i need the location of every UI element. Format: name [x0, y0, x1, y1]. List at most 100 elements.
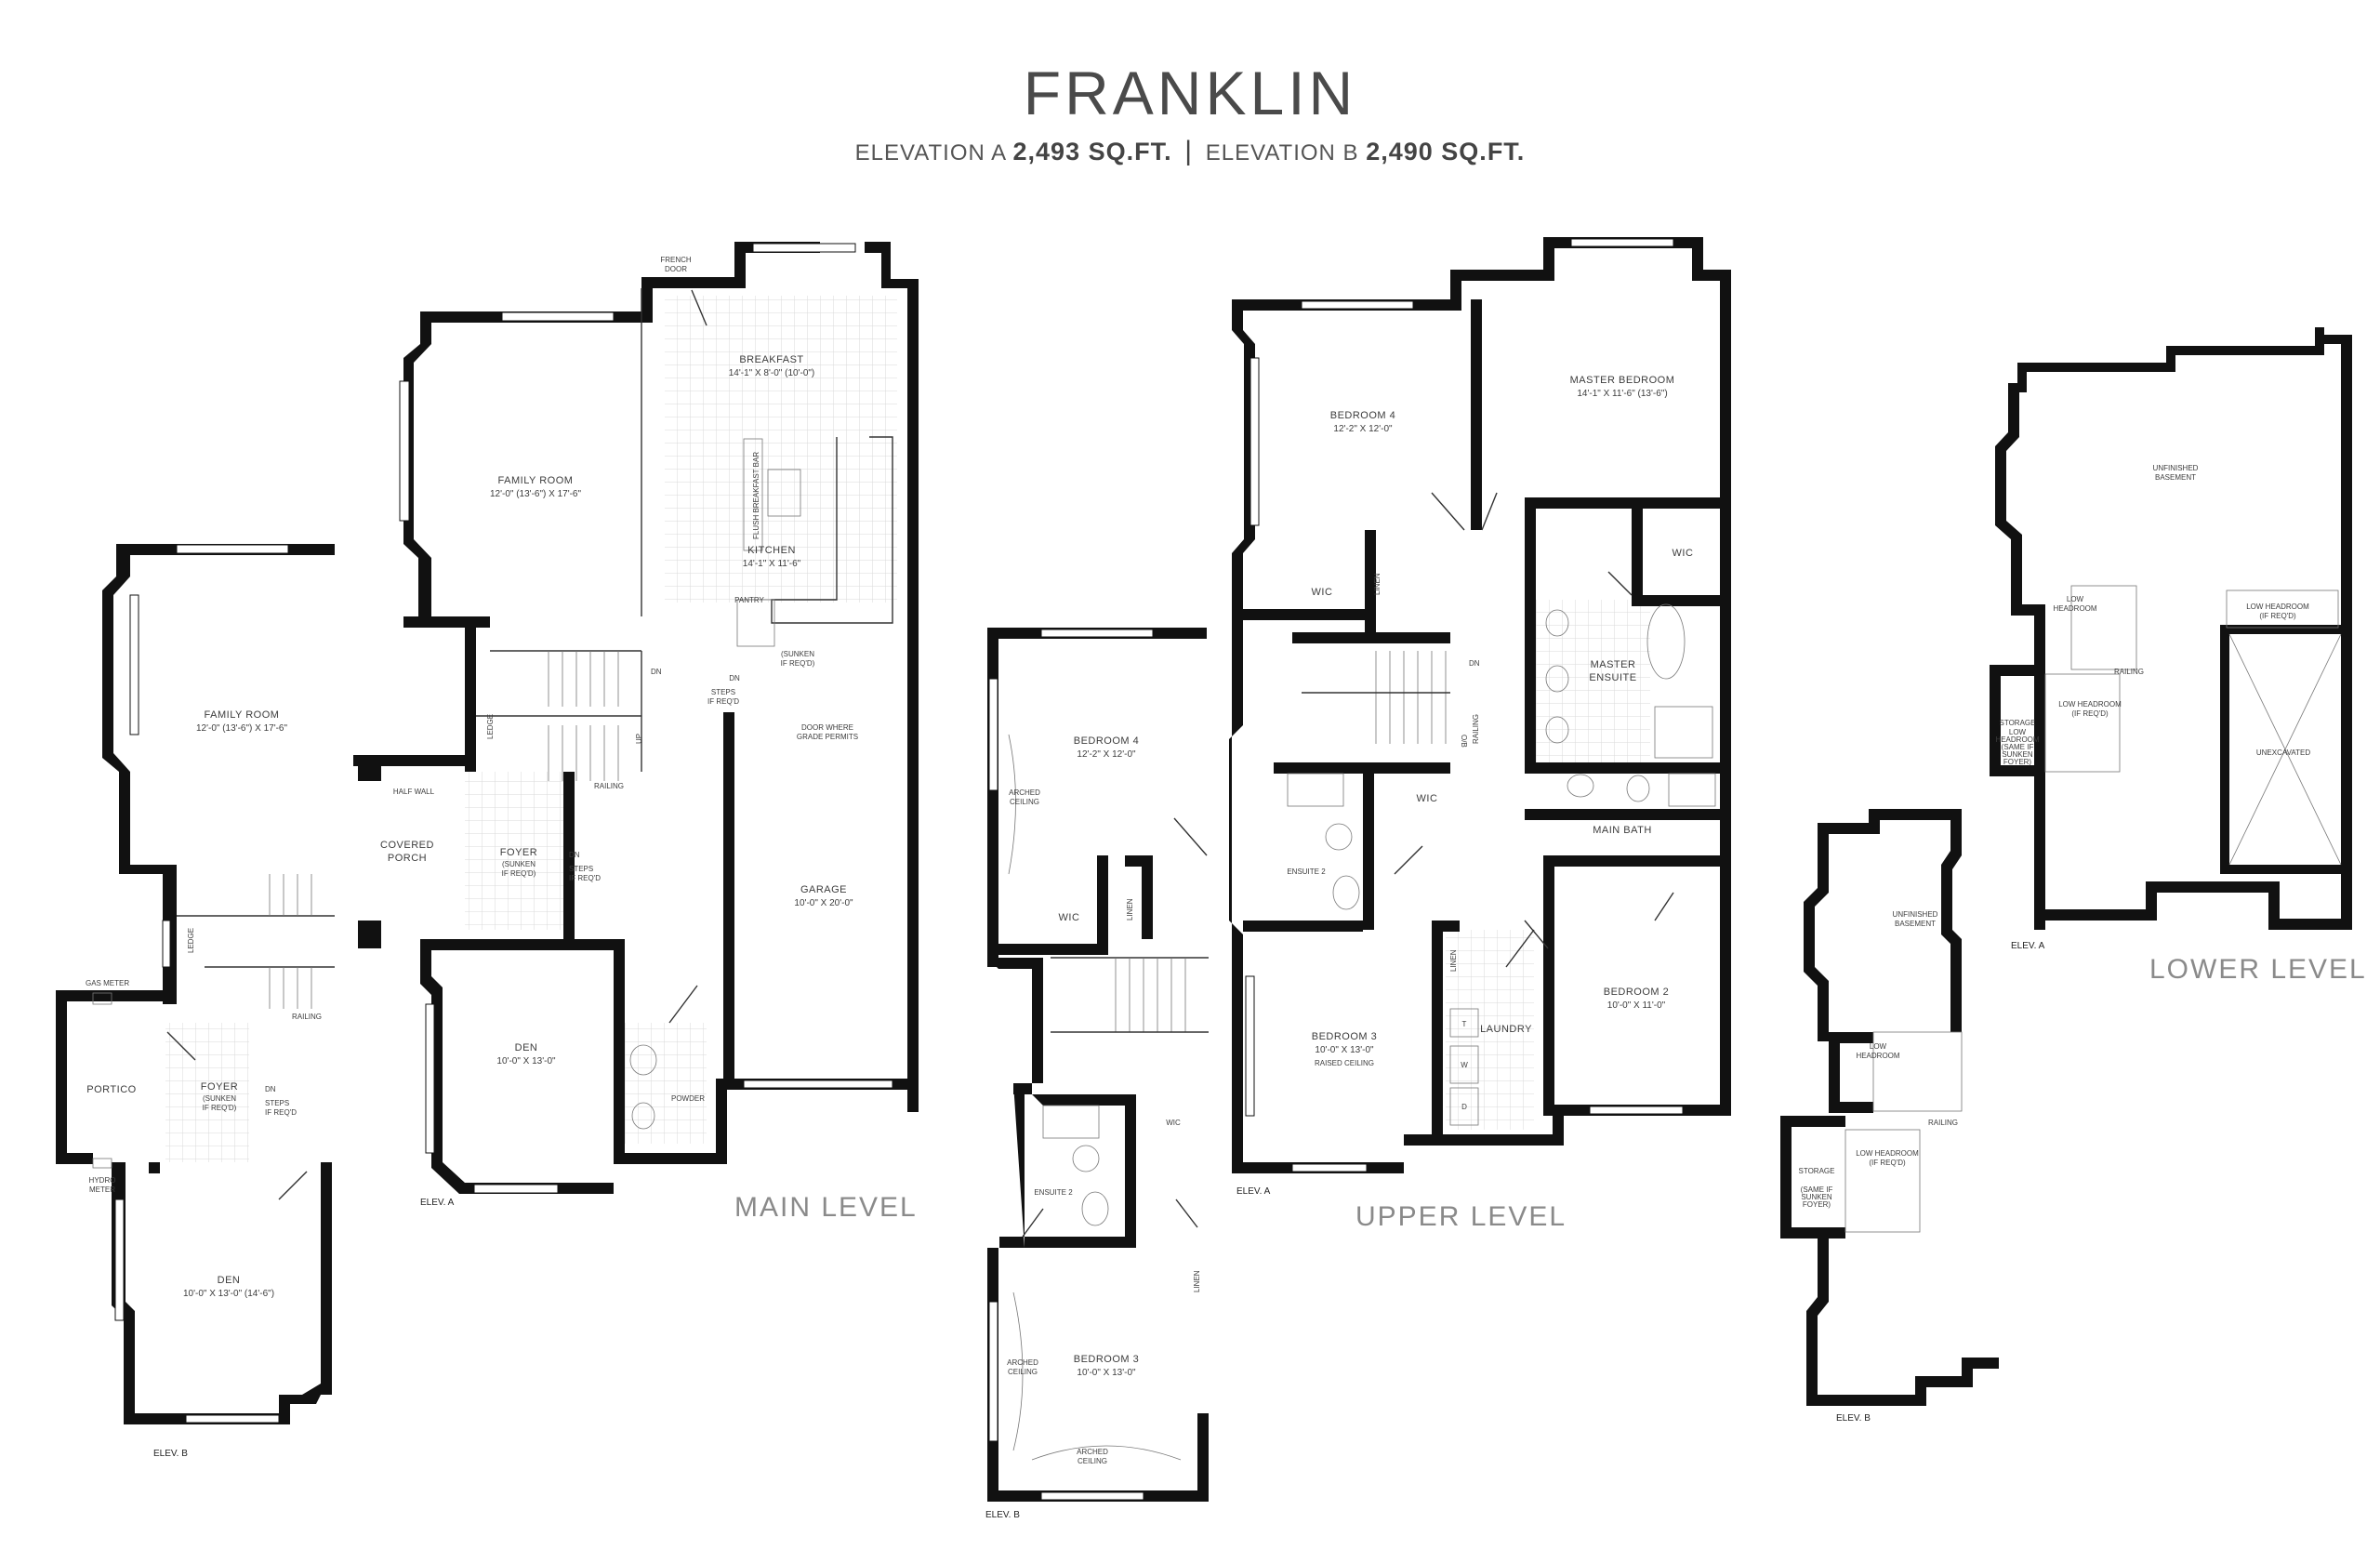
- lower-a-if-req: (IF REQ'D): [2259, 612, 2296, 620]
- upper-b-wic-wall: [998, 855, 1108, 955]
- elevation-b-sqft: 2,490 SQ.FT.: [1366, 138, 1526, 166]
- lower-a-low-mid-2: (IF REQ'D): [2071, 709, 2109, 718]
- upper-b-elev-label: ELEV. B: [985, 1510, 1020, 1520]
- wic-e2-label: WIC: [1417, 793, 1438, 804]
- lower-level-elev-a: UNFINISHED BASEMENT LOW HEADROOM LOW HEA…: [1990, 327, 2365, 985]
- upper-a-top-mid: [1450, 237, 1554, 288]
- sunken-label-1: (SUNKEN: [781, 650, 814, 658]
- family-room-window: [399, 380, 410, 522]
- bed4-a-door: [1431, 492, 1465, 531]
- upper-a-bath-wall: [1525, 809, 1720, 820]
- ensuite-b-sink: [1081, 1191, 1109, 1226]
- master-wic-door: [1607, 571, 1633, 596]
- railing-label: RAILING: [594, 782, 624, 790]
- upper-b-ensuite-wall: [1032, 1094, 1125, 1106]
- upper-a-ensuite2-wall: [1274, 762, 1450, 774]
- gas-meter-box: [92, 992, 112, 1005]
- master-shower: [1654, 706, 1713, 759]
- breakfast-label: BREAKFAST: [739, 354, 803, 365]
- bed3-b-dim: 10'-0" X 13'-0": [1077, 1368, 1136, 1378]
- linen2-b-label: LINEN: [1193, 1270, 1201, 1292]
- upper-b-wic-right: [1125, 1094, 1136, 1248]
- lower-b-storage-note-1: (SAME IF: [1801, 1185, 1833, 1194]
- den-b-window: [114, 1199, 125, 1321]
- lower-b-unfinished-1: UNFINISHED: [1893, 910, 1938, 919]
- unexcavated-left: [2220, 625, 2229, 874]
- bed4-a-dim: 12'-2" X 12'-0": [1333, 424, 1393, 434]
- lower-b-left-lower: [1806, 1227, 1829, 1406]
- unexcavated-bottom: [2220, 865, 2352, 874]
- ensuite2-a-sink: [1332, 875, 1360, 910]
- bed2-dim: 10'-0" X 11'-0": [1607, 1000, 1666, 1011]
- linen-b-label: LINEN: [1126, 898, 1134, 921]
- main-b-stair-treads: [269, 874, 312, 1009]
- plan-subtitle: ELEVATION A 2,493 SQ.FT. | ELEVATION B 2…: [0, 136, 2380, 167]
- french-door-swing: [691, 289, 707, 326]
- den-b-door-swing: [278, 1171, 308, 1200]
- kitchen-steps-1: STEPS: [711, 688, 735, 696]
- family-b-dim: 12'-0" (13'-6") X 17'-6": [196, 723, 288, 734]
- breakfast-bar-label: FLUSH BREAKFAST BAR: [752, 452, 760, 539]
- upper-a-right-wall: [1720, 270, 1731, 1116]
- covered-porch-2: PORCH: [388, 853, 427, 864]
- laundry-tile: [1446, 930, 1534, 1130]
- main-a-porch-post-bottom: [358, 921, 381, 948]
- upper-a-bed4-divider: [1243, 609, 1376, 620]
- lower-a-right: [2341, 353, 2352, 930]
- lower-b-storage-note-3: FOYER): [1803, 1200, 1831, 1209]
- foyer-steps-2: IF REQ'D: [569, 874, 601, 882]
- sunken-label-2: IF REQ'D): [781, 659, 815, 668]
- pantry-box: [736, 599, 775, 647]
- ensuite2-a-label: ENSUITE 2: [1287, 868, 1326, 876]
- lower-a-low-right: LOW HEADROOM: [2246, 603, 2309, 611]
- main-a-elev-label: ELEV. A: [420, 1198, 455, 1208]
- family-room-top-window: [501, 311, 615, 322]
- lower-b-mid-right: [1950, 967, 1962, 1032]
- powder-toilet: [631, 1102, 655, 1130]
- lower-a-storage: STORAGE: [2000, 719, 2036, 727]
- laundry-d-label: D: [1461, 1103, 1467, 1111]
- foyer-b-label: FOYER: [201, 1081, 238, 1093]
- lower-b-low-1: LOW: [1870, 1042, 1887, 1051]
- master-dim: 14'-1" X 11'-6" (13'-6"): [1577, 389, 1667, 399]
- lower-a-storage-note-2: HEADROOM: [1995, 735, 2039, 744]
- bed4-b-dim: 12'-2" X 12'-0": [1077, 749, 1136, 760]
- lower-a-low-headroom-box: [2044, 673, 2121, 773]
- garage-label: GARAGE: [800, 884, 847, 895]
- breakfast-bar: [743, 438, 763, 551]
- stair-a-dn-label: DN: [1469, 659, 1480, 668]
- ensuite-b-door: [1022, 1208, 1044, 1238]
- bed4-a-label: BEDROOM 4: [1330, 410, 1396, 421]
- hydro-meter-box: [92, 1158, 112, 1169]
- bed2-door: [1654, 892, 1674, 921]
- main-a-garage-left: [723, 712, 734, 1090]
- lower-b-elev-label: ELEV. B: [1836, 1413, 1871, 1424]
- main-a-porch-wall: [353, 755, 469, 766]
- den-b-bottom-window: [185, 1414, 280, 1424]
- lower-a-storage-note-1: LOW: [2009, 728, 2027, 736]
- laundry-t-label: T: [1462, 1020, 1467, 1028]
- family-b-top-window: [176, 544, 289, 554]
- foyer-b-sunken-2: IF REQ'D): [203, 1104, 237, 1112]
- foyer-steps-1: STEPS: [569, 865, 593, 873]
- hydro-meter-1: HYDRO: [89, 1176, 116, 1185]
- lower-a-top-right: [2315, 327, 2352, 355]
- powder-sink: [629, 1044, 657, 1076]
- lower-b-railing: RAILING: [1928, 1119, 1958, 1127]
- lower-a-left: [1995, 383, 2045, 616]
- master-sink-1: [1545, 609, 1569, 637]
- ensuite2-door: [1394, 845, 1423, 875]
- french-door-label-1: FRENCH: [660, 256, 692, 264]
- main-a-outer-wall: [403, 311, 490, 616]
- main-bath-toilet: [1626, 775, 1650, 802]
- main-a-foyer-right: [563, 772, 575, 939]
- kitchen-dn-label: DN: [729, 674, 740, 682]
- upper-b-step: [1013, 958, 1043, 1094]
- bed3-a-dim: 10'-0" X 13'-0": [1315, 1045, 1374, 1055]
- foyer-b-tile: [165, 1023, 249, 1162]
- subtitle-separator: |: [1184, 136, 1194, 166]
- main-bath-label: MAIN BATH: [1593, 825, 1652, 836]
- family-b-label: FAMILY ROOM: [205, 709, 280, 721]
- powder-label: POWDER: [671, 1094, 705, 1103]
- upper-b-stair-treads: [1115, 958, 1186, 1032]
